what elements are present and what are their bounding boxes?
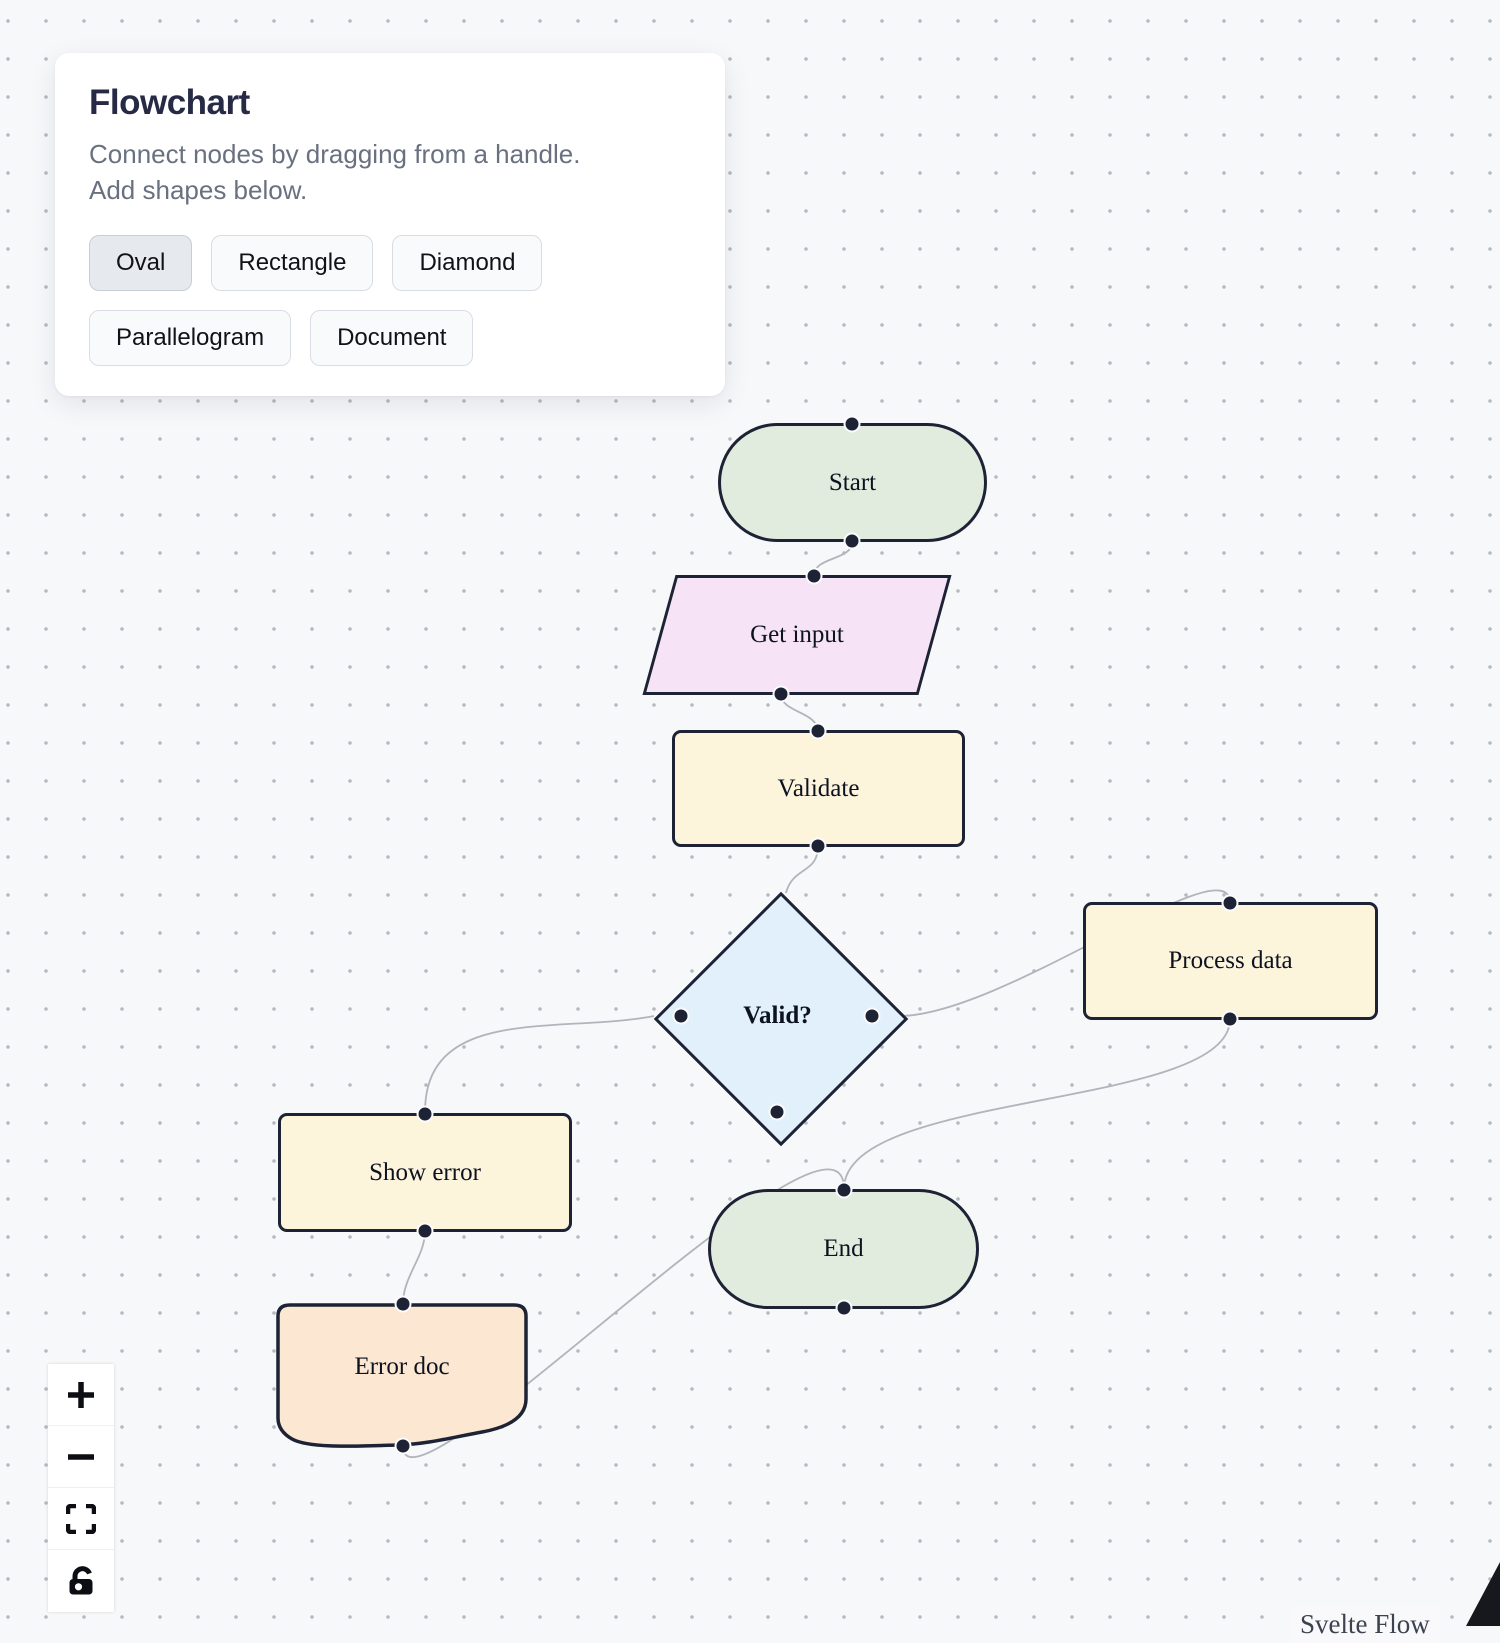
add-diamond-button[interactable]: Diamond xyxy=(392,234,543,291)
attribution-link[interactable]: Svelte Flow xyxy=(1290,1606,1440,1643)
node-valid[interactable]: Valid? xyxy=(653,891,908,1147)
lock-button[interactable] xyxy=(48,1550,114,1612)
handle-error-doc-bottom[interactable] xyxy=(396,1439,410,1453)
canvas-controls xyxy=(48,1364,114,1612)
node-label: Start xyxy=(828,468,877,496)
edge-process-data-end[interactable] xyxy=(843,1018,1231,1190)
node-label: Process data xyxy=(1168,947,1293,974)
handle-valid-left[interactable] xyxy=(674,1009,688,1023)
handle-error-doc-top[interactable] xyxy=(396,1297,410,1311)
edge-error-doc-end[interactable] xyxy=(402,1168,845,1458)
handle-end-bottom[interactable] xyxy=(837,1301,851,1315)
handle-end-top[interactable] xyxy=(837,1183,851,1197)
handle-process-data-bottom[interactable] xyxy=(1223,1012,1237,1026)
handle-validate-bottom[interactable] xyxy=(811,839,825,853)
handle-show-error-bottom[interactable] xyxy=(418,1224,432,1238)
node-label: Show error xyxy=(369,1158,481,1186)
node-start[interactable]: Start xyxy=(718,423,987,542)
node-label: End xyxy=(823,1235,864,1262)
panel-description-line1: Connect nodes by dragging from a handle. xyxy=(89,139,581,169)
node-error-doc[interactable]: Error doc xyxy=(276,1303,528,1455)
node-label: Get input xyxy=(750,621,844,648)
handle-process-data-top[interactable] xyxy=(1223,896,1237,910)
add-rectangle-button[interactable]: Rectangle xyxy=(211,234,374,291)
fit-view-icon xyxy=(66,1503,96,1534)
node-label: Error doc xyxy=(354,1353,450,1380)
handle-start-bottom[interactable] xyxy=(845,534,859,548)
edge-show-error-error-doc[interactable] xyxy=(402,1230,426,1305)
node-label: Valid? xyxy=(743,1002,812,1029)
fit-view-button[interactable] xyxy=(48,1488,114,1550)
handle-show-error-top[interactable] xyxy=(418,1107,432,1121)
page-title: Flowchart xyxy=(89,83,250,122)
add-oval-button[interactable]: Oval xyxy=(89,234,193,291)
handle-get-input-bottom[interactable] xyxy=(774,687,788,701)
plus-icon xyxy=(68,1381,94,1408)
node-show-error[interactable]: Show error xyxy=(278,1113,572,1232)
zoom-in-button[interactable] xyxy=(48,1364,114,1426)
node-label: Validate xyxy=(777,774,860,802)
zoom-out-button[interactable] xyxy=(48,1426,114,1488)
handle-get-input-top[interactable] xyxy=(807,569,821,583)
add-parallelogram-button[interactable]: Parallelogram xyxy=(89,309,292,366)
unlocked-padlock-icon xyxy=(69,1566,93,1595)
node-get-input[interactable]: Get input xyxy=(642,575,952,695)
edge-start-get-input[interactable] xyxy=(813,541,853,577)
minus-icon xyxy=(68,1453,94,1460)
handle-valid-right[interactable] xyxy=(865,1009,879,1023)
node-end[interactable]: End xyxy=(708,1189,979,1309)
edge-valid-show-error[interactable] xyxy=(424,1015,655,1113)
node-process-data[interactable]: Process data xyxy=(1083,902,1378,1020)
shape-buttons: Oval Rectangle Diamond Parallelogram Doc… xyxy=(89,234,691,366)
panel-description-line2: Add shapes below. xyxy=(89,174,308,205)
edge-validate-valid[interactable] xyxy=(785,845,819,894)
panel-description: Connect nodes by dragging from a handle.… xyxy=(89,137,691,209)
flowchart-panel: Flowchart Connect nodes by dragging from… xyxy=(55,53,725,396)
node-validate[interactable]: Validate xyxy=(672,730,965,847)
handle-validate-top[interactable] xyxy=(811,724,825,738)
handle-start-top[interactable] xyxy=(845,417,859,431)
handle-valid-bottom[interactable] xyxy=(770,1105,784,1119)
add-document-button[interactable]: Document xyxy=(310,309,474,366)
